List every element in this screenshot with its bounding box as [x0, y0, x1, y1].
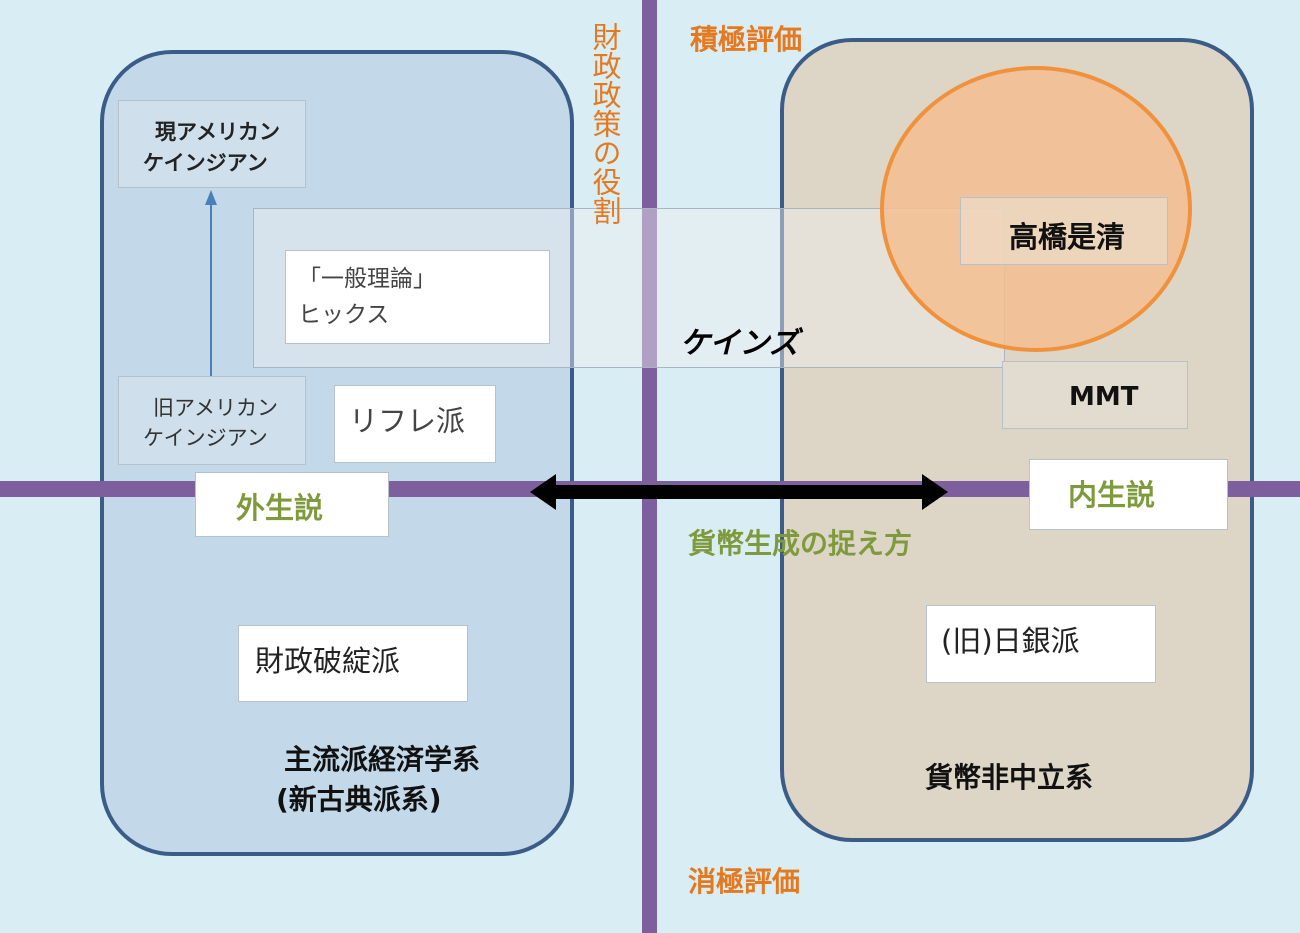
group-label-line: 主流派経済学系: [284, 743, 481, 776]
negative-evaluation-label: 消極評価: [688, 865, 801, 898]
node-fiscal-collapse: 財政破綻派: [238, 625, 468, 702]
node-old-american-keynesian: 旧アメリカン ケインジアン: [118, 376, 306, 465]
non-neutral-group-label: 貨幣非中立系: [925, 761, 1094, 794]
fiscal-policy-role-label: 財政政策の役割: [588, 22, 622, 225]
mainstream-group-label: 主流派経済学系 (新古典派系): [276, 740, 481, 820]
node-general-theory: 「一般理論」 ヒックス: [285, 250, 550, 344]
endogenous-label: 内生説: [1029, 459, 1228, 530]
vertical-axis: [642, 0, 657, 933]
node-line: 現アメリカン: [155, 120, 280, 144]
node-reflation: リフレ派: [334, 385, 496, 463]
node-mmt: MMT: [1002, 361, 1188, 429]
node-boj: (旧)日銀派: [926, 605, 1156, 683]
node-line: 「一般理論」: [298, 266, 436, 292]
node-line: ケインジアン: [143, 151, 268, 175]
node-new-american-keynesian: 現アメリカン ケインジアン: [118, 100, 306, 188]
group-label-line: (新古典派系): [276, 783, 442, 816]
exogenous-label: 外生説: [195, 472, 389, 537]
node-keynes: ケインズ: [680, 326, 799, 361]
node-line: ヒックス: [298, 302, 390, 328]
node-line: ケインジアン: [143, 426, 268, 450]
node-takahashi: 高橋是清: [960, 197, 1168, 265]
node-line: 旧アメリカン: [153, 396, 278, 420]
positive-evaluation-label: 積極評価: [690, 23, 803, 56]
money-creation-label: 貨幣生成の捉え方: [688, 527, 913, 560]
evolution-arrow: [205, 190, 217, 376]
money-creation-double-arrow: [530, 474, 948, 510]
